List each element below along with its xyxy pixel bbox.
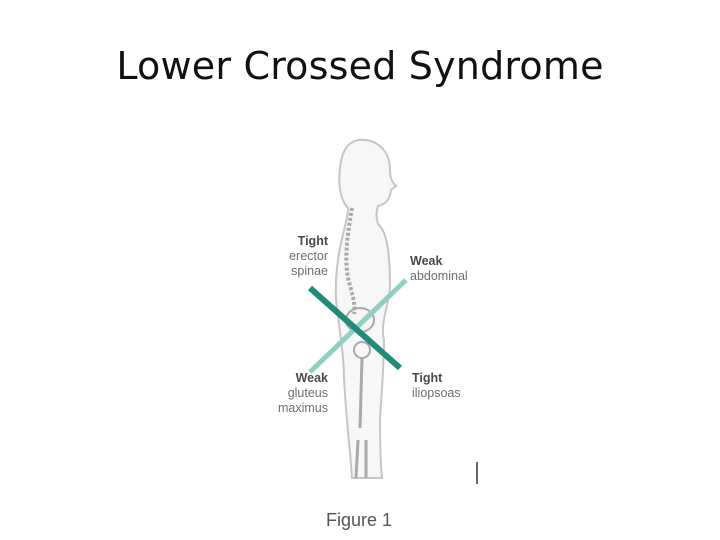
posture-diagram: Tight erector spinae Weak abdominal Weak… bbox=[240, 128, 490, 488]
label-tight-erector-spinae: Tight erector spinae bbox=[250, 234, 328, 279]
femur bbox=[358, 357, 364, 429]
body-silhouette bbox=[308, 138, 478, 484]
spine bbox=[344, 207, 357, 315]
weak-crossing-line bbox=[308, 278, 408, 374]
label-weak-abdominal: Weak abdominal bbox=[410, 254, 490, 284]
label-line: abdominal bbox=[410, 269, 468, 283]
label-weak-gluteus-maximus: Weak gluteus maximus bbox=[240, 371, 328, 416]
tight-crossing-line bbox=[308, 285, 402, 371]
label-line: spinae bbox=[291, 264, 328, 278]
label-line: erector bbox=[289, 249, 328, 263]
label-line: iliopsoas bbox=[412, 386, 461, 400]
lower-leg bbox=[354, 439, 368, 479]
label-heading: Weak bbox=[410, 254, 443, 268]
label-heading: Tight bbox=[297, 234, 328, 248]
label-heading: Tight bbox=[412, 371, 443, 385]
figure-caption: Figure 1 bbox=[326, 510, 393, 530]
label-heading: Weak bbox=[295, 371, 328, 385]
slide-title: Lower Crossed Syndrome bbox=[116, 44, 604, 88]
label-line: gluteus bbox=[287, 386, 328, 400]
label-line: maximus bbox=[277, 401, 328, 415]
label-tight-iliopsoas: Tight iliopsoas bbox=[412, 371, 490, 401]
